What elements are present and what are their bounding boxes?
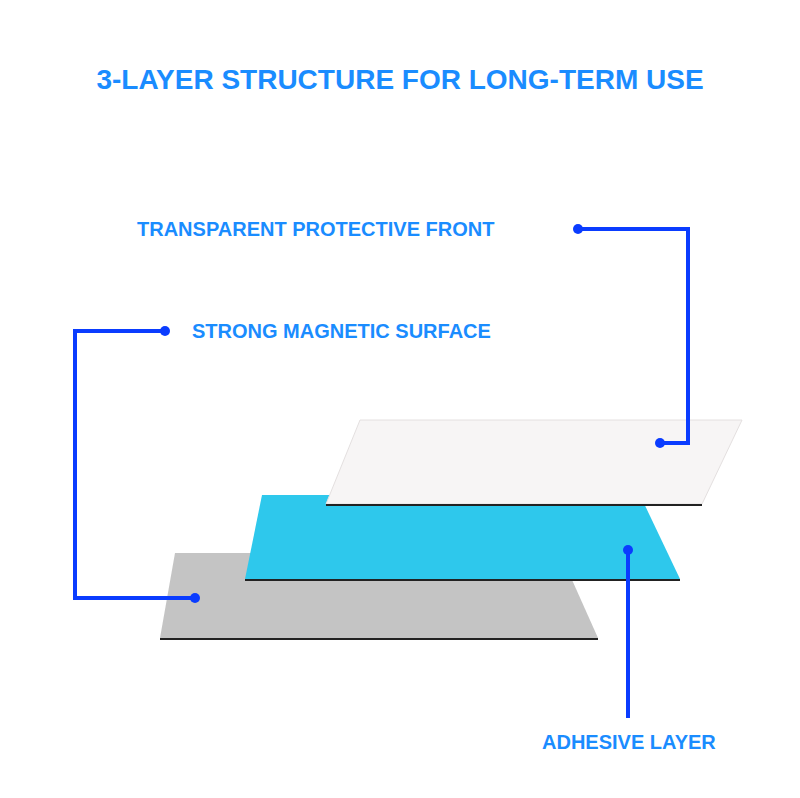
callout-label: TRANSPARENT PROTECTIVE FRONT [135,218,496,241]
diagram-title: 3-LAYER STRUCTURE FOR LONG-TERM USE [94,64,705,96]
callout-label: ADHESIVE LAYER [540,731,718,754]
layer-edge [245,579,680,581]
protective-layer [326,420,742,504]
leader-dot [190,593,200,603]
leader-line [75,331,195,598]
leader-dot [573,224,583,234]
leader-line [626,550,630,718]
layer-edge [326,504,702,506]
adhesive-layer [245,495,680,579]
leader-dot [655,438,665,448]
leader-dot [160,326,170,336]
callout-label: STRONG MAGNETIC SURFACE [190,320,493,343]
leader-dot [623,545,633,555]
layer-edge [160,638,598,640]
leader-line [578,229,688,443]
